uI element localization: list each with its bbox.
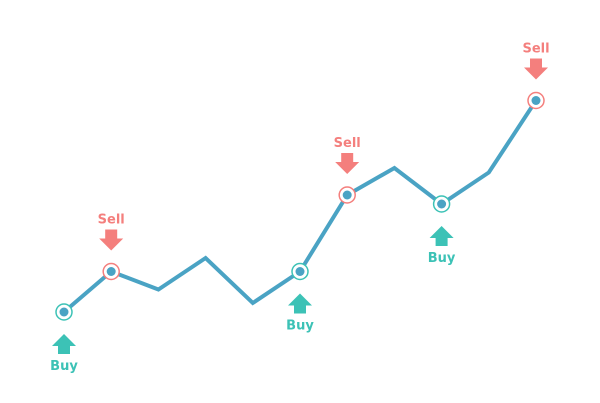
- data-point: [59, 307, 69, 317]
- sell-signal: Sell: [98, 213, 125, 251]
- buy-signal: Buy: [428, 226, 456, 266]
- data-point: [531, 96, 541, 105]
- buy-signal: Buy: [50, 334, 78, 374]
- up-arrow-icon: [52, 334, 76, 354]
- up-arrow-icon: [288, 293, 312, 314]
- sell-label: Sell: [98, 213, 125, 228]
- buy-label: Buy: [428, 251, 456, 266]
- sell-signal: Sell: [334, 136, 361, 174]
- sell-signal: Sell: [522, 42, 550, 80]
- up-arrow-icon: [429, 226, 454, 246]
- data-point: [437, 199, 447, 209]
- price-line: [62, 99, 538, 314]
- buy-label: Buy: [50, 359, 78, 374]
- data-point: [342, 190, 352, 200]
- down-arrow-icon: [335, 153, 360, 174]
- buy-label: Buy: [286, 319, 314, 334]
- data-point: [106, 267, 116, 276]
- buy-signal: Buy: [286, 293, 314, 334]
- data-point: [295, 267, 305, 276]
- down-arrow-icon: [524, 58, 548, 80]
- down-arrow-icon: [99, 229, 124, 251]
- sell-label: Sell: [522, 42, 549, 57]
- sell-label: Sell: [334, 136, 361, 151]
